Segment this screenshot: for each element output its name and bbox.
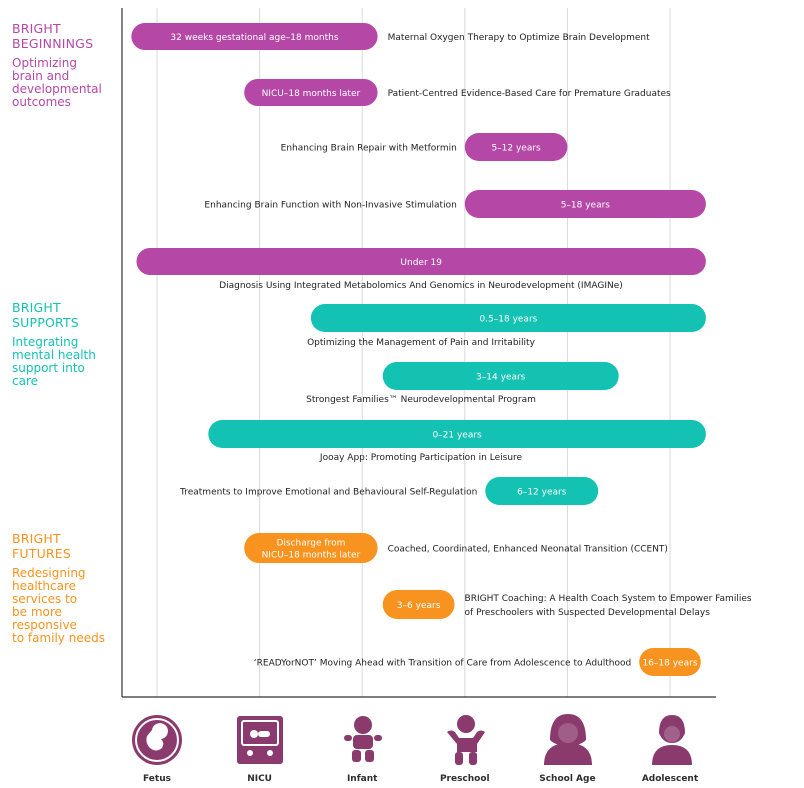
school-age-child-icon bbox=[544, 714, 592, 765]
bar-range-label: 16–18 years bbox=[642, 659, 697, 669]
stage-label: Infant bbox=[347, 774, 378, 784]
chart-axes bbox=[121, 8, 716, 698]
project-name-label: Jooay App: Promoting Participation in Le… bbox=[319, 453, 523, 463]
project-name-label: ‘READYorNOT’ Moving Ahead with Transitio… bbox=[254, 659, 631, 669]
project-bar bbox=[131, 23, 378, 50]
project-bar-group: NICU–18 months later Patient-Centred Evid… bbox=[244, 79, 671, 106]
stage-label: School Age bbox=[539, 774, 595, 784]
fetus-icon bbox=[132, 715, 182, 765]
theme-futures: BRIGHT FUTURES Redesigning healthcare se… bbox=[12, 531, 120, 645]
theme-heading: BRIGHT SUPPORTS bbox=[12, 300, 79, 330]
theme-beginnings: BRIGHT BEGINNINGS Optimizing brain and d… bbox=[12, 21, 120, 109]
preschool-child-icon bbox=[447, 715, 485, 765]
bar-range-label: 0–21 years bbox=[432, 431, 482, 441]
stage-label: Preschool bbox=[440, 774, 490, 784]
project-name-label: BRIGHT Coaching: A Health Coach System t… bbox=[465, 594, 752, 604]
project-bar-group: 5–18 years Enhancing Brain Function with … bbox=[204, 190, 706, 218]
infant-icon bbox=[344, 716, 382, 762]
bar-range-label: NICU–18 months later bbox=[262, 89, 361, 99]
adolescent-icon bbox=[652, 715, 692, 765]
project-name-label: Patient-Centred Evidence-Based Care for … bbox=[388, 89, 671, 99]
project-name-label: Strongest Families™ Neurodevelopmental P… bbox=[306, 395, 536, 405]
project-name-label: Enhancing Brain Function with Non-Invasi… bbox=[204, 201, 456, 211]
project-name-label: of Preschoolers with Suspected Developme… bbox=[465, 608, 711, 618]
stage-gridlines bbox=[156, 8, 671, 697]
bar-range-label: 5–18 years bbox=[561, 201, 611, 211]
theme-heading: BRIGHT BEGINNINGS bbox=[12, 21, 94, 51]
bar-range-label: 32 weeks gestational age–18 months bbox=[170, 33, 338, 43]
theme-subtitle: Redesigning healthcare services to be mo… bbox=[12, 566, 105, 645]
project-bar-group: 5–12 years Enhancing Brain Repair with Me… bbox=[281, 133, 568, 161]
project-bar bbox=[464, 190, 706, 218]
bar-range-label: 6–12 years bbox=[517, 488, 567, 498]
theme-supports: BRIGHT SUPPORTS Integrating mental healt… bbox=[12, 300, 120, 388]
project-bar bbox=[208, 420, 706, 448]
stage-labels: Fetus NICU Infant Preschool School Age Adoles… bbox=[143, 774, 699, 784]
stage-label: Adolescent bbox=[642, 774, 699, 784]
project-bar bbox=[639, 648, 701, 676]
theme-subtitle: Optimizing brain and developmental outco… bbox=[12, 56, 102, 109]
project-bar bbox=[310, 304, 706, 332]
project-bar-group: 6–12 years Treatments to Improve Emotiona… bbox=[179, 477, 599, 505]
project-name-label: Maternal Oxygen Therapy to Optimize Brai… bbox=[388, 33, 650, 43]
bar-range-label: 5–12 years bbox=[491, 144, 541, 154]
theme-subtitle: Integrating mental health support into c… bbox=[12, 335, 96, 388]
bar-range-label: NICU–18 months later bbox=[262, 551, 361, 561]
project-bar bbox=[485, 477, 599, 505]
project-name-label: Coached, Coordinated, Enhanced Neonatal … bbox=[388, 545, 668, 555]
project-name-label: Diagnosis Using Integrated Metabolomics … bbox=[219, 281, 623, 291]
bar-range-label: 3–6 years bbox=[397, 601, 441, 611]
project-name-label: Enhancing Brain Repair with Metformin bbox=[281, 144, 457, 154]
project-bar-group: 16–18 years ‘READYorNOT’ Moving Ahead wit… bbox=[254, 648, 701, 676]
stage-label: Fetus bbox=[143, 774, 171, 784]
project-bars: 32 weeks gestational age–18 months Matern… bbox=[131, 23, 752, 676]
stage-label: NICU bbox=[247, 774, 272, 784]
project-bar bbox=[136, 248, 706, 275]
bar-range-label: 3–14 years bbox=[476, 373, 526, 383]
bar-range-label: Under 19 bbox=[400, 258, 442, 268]
project-bar bbox=[382, 590, 455, 619]
project-bar-group: Under 19 Diagnosis Using Integrated Metab… bbox=[136, 248, 706, 291]
project-bar-group: 3–6 years BRIGHT Coaching: A Health Coach… bbox=[382, 590, 752, 619]
project-name-label: Treatments to Improve Emotional and Beha… bbox=[179, 488, 477, 498]
project-bar bbox=[464, 133, 568, 161]
project-bar bbox=[382, 362, 619, 390]
project-bar bbox=[244, 79, 378, 106]
project-name-label: Optimizing the Management of Pain and Ir… bbox=[307, 338, 535, 348]
bar-range-label: 0.5–18 years bbox=[479, 315, 537, 325]
incubator-icon bbox=[237, 716, 283, 764]
bar-range-label: Discharge from bbox=[276, 539, 345, 549]
project-bar-group: 32 weeks gestational age–18 months Matern… bbox=[131, 23, 650, 50]
stage-icons bbox=[132, 714, 692, 765]
project-bar bbox=[244, 533, 378, 563]
theme-heading: BRIGHT FUTURES bbox=[12, 531, 72, 561]
